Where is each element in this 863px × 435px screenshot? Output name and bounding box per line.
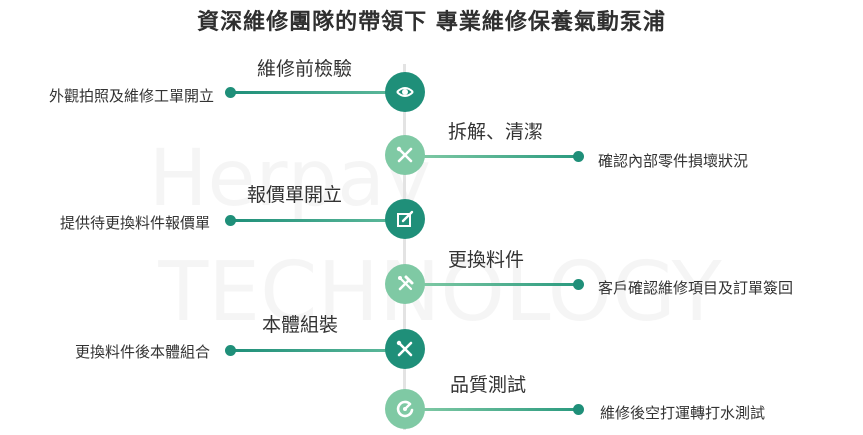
step-title: 報價單開立: [247, 184, 343, 206]
step-desc: 提供待更換料件報價單: [59, 214, 210, 232]
step-desc: 外觀拍照及維修工單開立: [48, 87, 214, 105]
step-desc: 維修後空打運轉打水測試: [600, 404, 766, 422]
connector-line: [420, 408, 578, 411]
connector-dot: [573, 404, 584, 415]
step-desc: 客戶確認維修項目及訂單簽回: [598, 279, 794, 297]
connector-dot: [573, 279, 584, 290]
step-title: 維修前檢驗: [257, 58, 353, 80]
connector-dot: [573, 151, 584, 162]
edit-icon: [397, 210, 414, 227]
step-node: [385, 199, 425, 239]
step-desc: 更換料件後本體組合: [74, 343, 210, 361]
step-title: 本體組裝: [262, 314, 339, 336]
gauge-icon: [396, 400, 414, 418]
connector-line: [420, 283, 578, 286]
timeline-axis: [403, 64, 406, 430]
step-node: [385, 135, 425, 175]
step-node: [385, 389, 425, 429]
page-title: 資深維修團隊的帶領下 專業維修保養氣動泵浦: [197, 10, 666, 35]
connector-line: [420, 155, 578, 158]
tools-icon: [396, 340, 413, 357]
connector-dot: [225, 87, 236, 98]
connector-dot: [225, 215, 236, 226]
step-title: 拆解、清潔: [448, 121, 544, 143]
step-title: 更換料件: [448, 249, 525, 271]
connector-line: [231, 91, 391, 94]
tools-icon: [396, 146, 413, 163]
connector-dot: [225, 345, 236, 356]
step-node: [385, 264, 425, 304]
connector-line: [231, 349, 391, 352]
step-node: [385, 72, 425, 112]
eye-icon: [396, 87, 414, 97]
step-desc: 確認內部零件損壞狀況: [598, 152, 749, 170]
step-node: [385, 329, 425, 369]
step-title: 品質測試: [450, 374, 527, 396]
connector-line: [231, 219, 391, 222]
hammer-wrench-icon: [398, 275, 414, 291]
